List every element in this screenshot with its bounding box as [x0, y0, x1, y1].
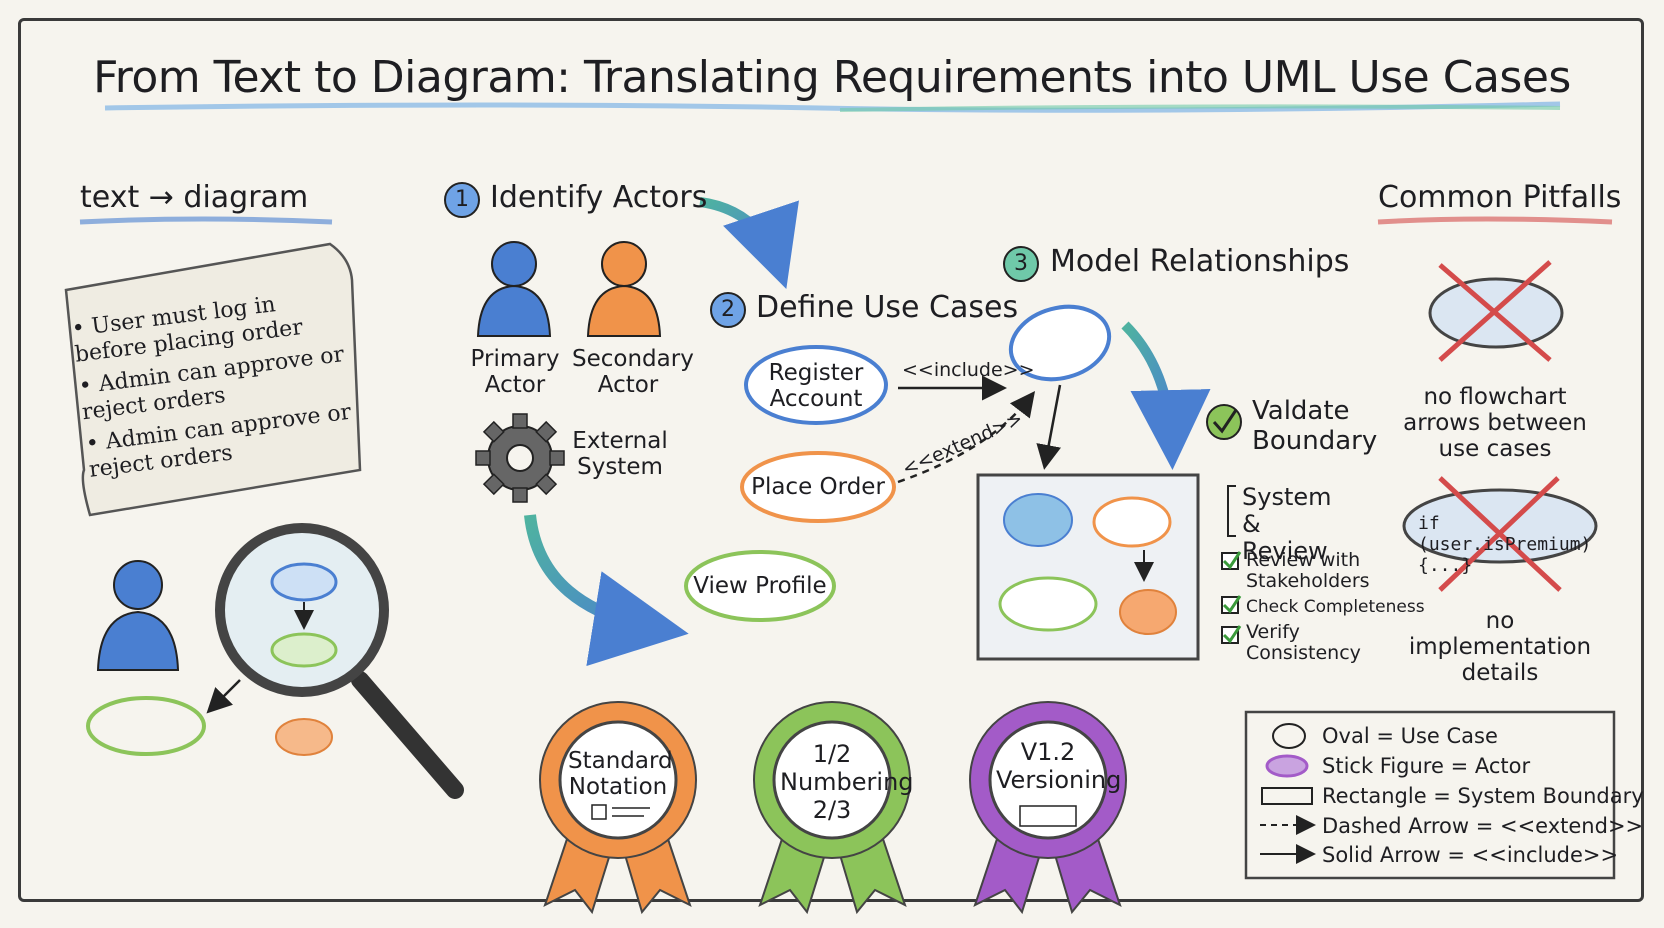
legend-item: Solid Arrow = <<include>>	[1322, 843, 1619, 867]
badge-standard-notation	[539, 701, 697, 915]
gear-icon	[475, 413, 565, 503]
step2-label: Define Use Cases	[756, 290, 1019, 325]
place-order-label: Place Order	[751, 474, 885, 500]
badge-standard-text: Standard Notation	[568, 748, 673, 800]
legend-rect-icon	[1261, 787, 1313, 805]
secondary-actor-label: Secondary Actor	[572, 346, 694, 398]
step1-number: 1	[455, 187, 469, 212]
validate-title: Valdate Boundary	[1252, 396, 1378, 456]
legend-oval-icon	[1272, 723, 1306, 749]
legend-box	[1244, 710, 1616, 880]
view-profile-label: View Profile	[693, 573, 827, 599]
pitfalls-underline	[1377, 216, 1613, 225]
title-underline-2	[839, 104, 1561, 112]
extend-arrow	[897, 391, 1036, 484]
pitfall-x-1	[1438, 260, 1552, 362]
magnifier-icon	[215, 523, 464, 799]
relationship-oval	[1008, 304, 1112, 382]
left-heading: text → diagram	[80, 180, 309, 215]
step1-label: Identify Actors	[490, 180, 708, 215]
validate-subtitle: System & Review	[1242, 483, 1332, 565]
external-system-label: External System	[572, 428, 668, 480]
left-green-oval	[86, 696, 206, 756]
flow-arrow-1	[699, 197, 799, 289]
requirements-note: • User must log in before placing order …	[70, 284, 359, 490]
primary-actor-label: Primary Actor	[470, 346, 560, 398]
step3-circle	[1003, 246, 1039, 282]
pitfall-2-text: no implementation details	[1408, 608, 1592, 686]
pitfalls-heading: Common Pitfalls	[1378, 180, 1622, 215]
include-label: <<include>>	[902, 359, 1035, 381]
badge-numbering-text: 1/2 Numbering 2/3	[780, 740, 914, 824]
register-oval	[744, 345, 888, 425]
legend-item: Stick Figure = Actor	[1322, 754, 1531, 778]
view-profile-oval	[684, 550, 836, 622]
check-item: Review with Stakeholders	[1246, 549, 1370, 592]
system-boundary-box	[976, 473, 1200, 661]
pitfall-code: if (user.isPremium) {...}	[1418, 513, 1592, 576]
legend-item: Oval = Use Case	[1322, 724, 1498, 748]
step2-number: 2	[721, 297, 735, 322]
register-label: Register Account	[768, 360, 864, 412]
step1-circle	[444, 182, 480, 218]
pitfall-1-text: no flowchart arrows between use cases	[1403, 384, 1587, 462]
title-underline	[104, 101, 1561, 113]
left-heading-underline	[79, 216, 333, 225]
pitfall-code-oval	[1402, 488, 1598, 564]
system-bracket	[1227, 485, 1236, 537]
check-item: Check Completeness	[1246, 597, 1425, 617]
paper-note	[64, 242, 362, 517]
checkbox-icons	[1221, 551, 1242, 644]
legend-item: Rectangle = System Boundary	[1322, 784, 1644, 808]
legend-item: Dashed Arrow = <<extend>>	[1322, 814, 1644, 838]
badge-versioning-text: V1.2 Versioning	[996, 738, 1122, 794]
badge-versioning	[969, 701, 1127, 915]
flow-arrow-2	[524, 514, 689, 666]
left-actor-icon	[96, 560, 180, 671]
step3-number: 3	[1014, 251, 1028, 276]
legend-actor-icon	[1265, 754, 1309, 778]
left-orange-oval	[275, 718, 333, 756]
page-title: From Text to Diagram: Translating Requir…	[93, 52, 1571, 103]
place-order-oval	[740, 451, 896, 523]
page-frame	[18, 18, 1644, 902]
check-item: Verify Consistency	[1246, 621, 1361, 664]
step2-circle	[710, 292, 746, 328]
pitfall-x-2	[1438, 476, 1562, 592]
flow-arrow-3	[1121, 321, 1211, 470]
badge-numbering	[753, 701, 911, 915]
step3-label: Model Relationships	[1050, 244, 1350, 279]
secondary-actor-icon	[586, 241, 662, 337]
primary-actor-icon	[476, 241, 552, 337]
